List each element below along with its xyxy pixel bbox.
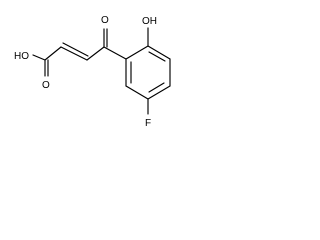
carboxylic-oxygen-label: O (42, 80, 50, 91)
ring-bond-2 (147, 45, 171, 60)
ring-bond-4 (147, 85, 171, 100)
ketone-oxygen-label: O (101, 15, 109, 26)
bond-c-oh (32, 54, 46, 61)
hydroxyl-acid-label: HO (14, 51, 29, 62)
bond-alkene-double-1 (60, 46, 88, 61)
chemical-structure: HO O O OH F (14, 15, 171, 129)
ring-inner-double-2 (148, 82, 165, 93)
phenol-hydroxyl-label: OH (142, 16, 157, 27)
ring-bond-1 (125, 45, 149, 60)
ring-bond-5 (125, 85, 149, 100)
bond-ketone-to-ring (103, 46, 127, 60)
bond-alkene-to-ketone (86, 46, 105, 61)
ring-inner-double-1 (148, 51, 166, 62)
bond-alkene-double-2 (62, 42, 89, 57)
bond-acid-to-alkene (44, 46, 62, 61)
fluorine-label: F (145, 118, 151, 129)
